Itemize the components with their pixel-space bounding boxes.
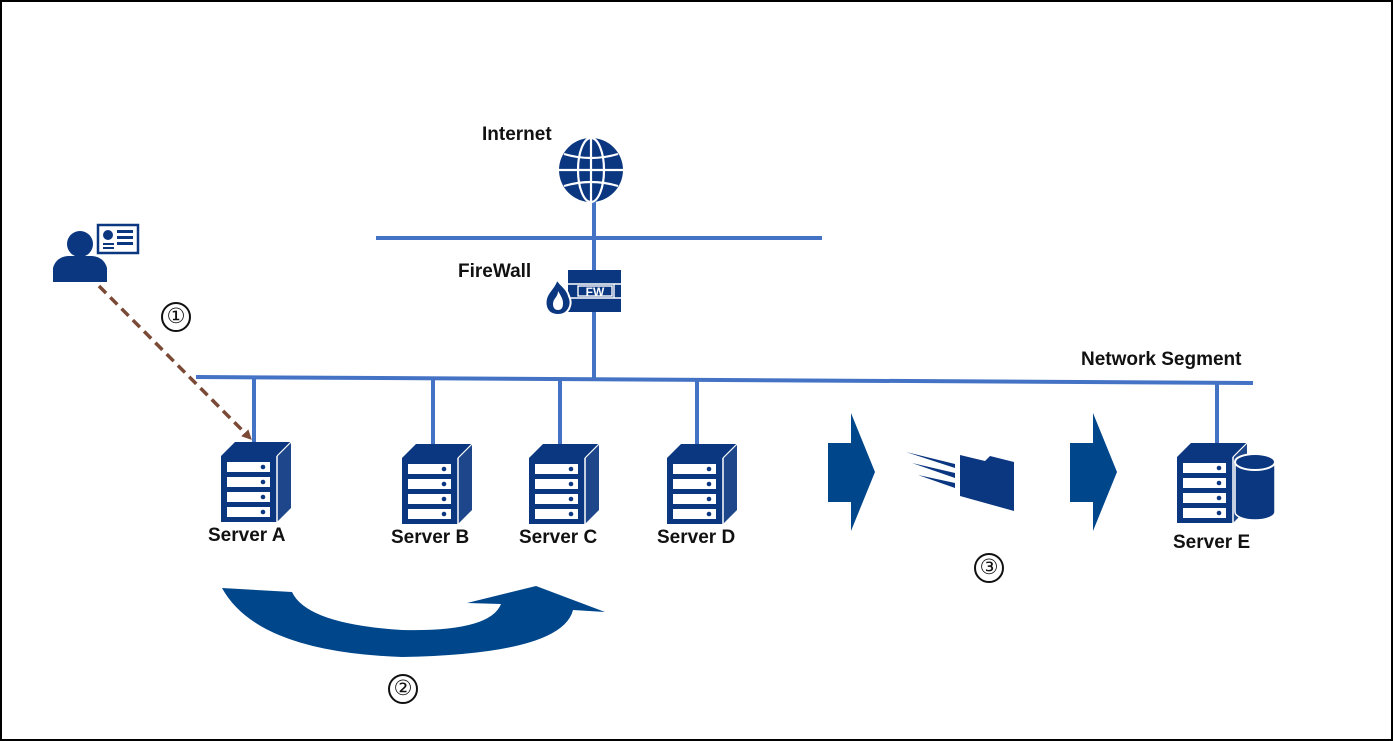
internet-label: Internet (482, 124, 552, 145)
server-c-label: Server C (519, 527, 598, 548)
server-e-label: Server E (1173, 532, 1251, 553)
server-d-icon (666, 443, 738, 525)
step-1-marker: ① (161, 302, 191, 332)
transfer-arrow-right (1070, 413, 1117, 531)
server-e-icon (1176, 442, 1276, 524)
globe-icon (559, 136, 623, 204)
transfer-arrow-left (828, 413, 875, 531)
server-a-icon (220, 441, 292, 523)
network-lines (195, 197, 1254, 446)
lateral-movement-arrow (222, 586, 605, 657)
firewall-label: FireWall (458, 261, 532, 282)
server-d-label: Server D (657, 527, 736, 548)
server-a-label: Server A (208, 525, 286, 546)
access-arrow-dashed (97, 284, 252, 440)
firewall-icon: FW (544, 270, 621, 317)
network-segment-label: Network Segment (1081, 349, 1242, 370)
network-segment-bus (195, 375, 1254, 385)
moving-folder-icon (906, 452, 1014, 511)
step-3-marker: ③ (974, 553, 1004, 583)
server-b-icon (401, 443, 473, 525)
server-b-label: Server B (391, 527, 470, 548)
firewall-badge: FW (586, 285, 605, 299)
user-with-dashboard-icon (53, 223, 140, 282)
server-c-icon (528, 443, 600, 525)
step-2-marker: ② (388, 674, 418, 704)
